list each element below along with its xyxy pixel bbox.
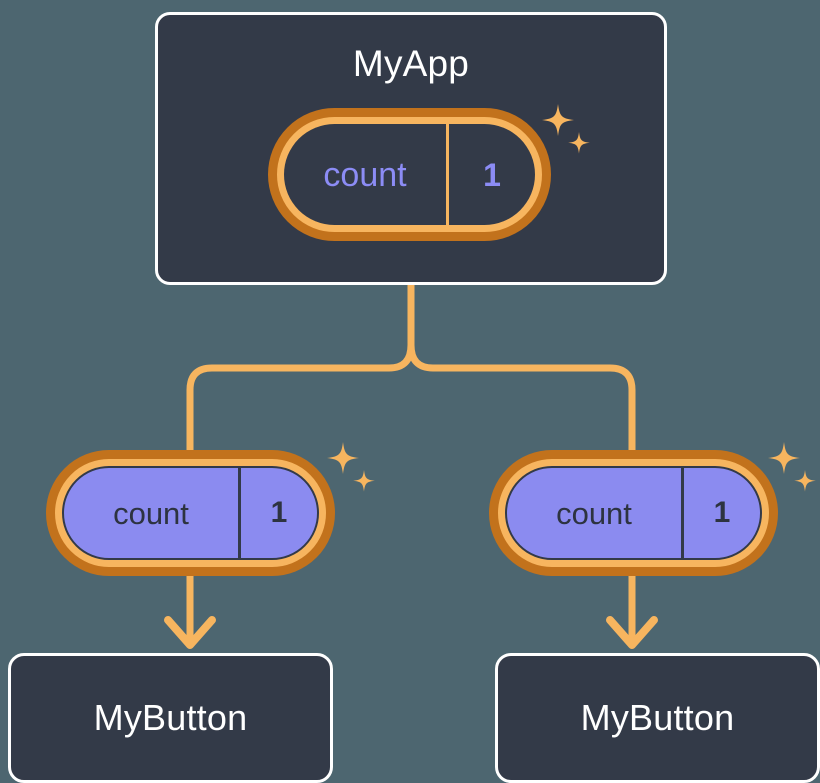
state-pill-body: count 1 [284,124,535,225]
sparkle-icon-large [327,442,359,474]
state-pill-body: count 1 [62,466,319,560]
component-card-mybutton-left[interactable]: MyButton [8,653,333,783]
sparkle-icon-small [794,470,816,492]
state-pill-ring-inner: count 1 [55,459,326,567]
page-title: MyApp [352,43,470,84]
component-card-mybutton-right[interactable]: MyButton [495,653,820,783]
component-label: MyButton [93,697,248,738]
state-pill-child-right[interactable]: count 1 [489,450,778,576]
connector-trunk-split [407,281,636,456]
arrow-down-icon-left [164,616,216,649]
arrow-down-icon-right [606,616,658,649]
state-value-label: 1 [270,496,288,529]
state-pill-ring-inner: count 1 [498,459,769,567]
state-key-label: count [64,468,241,558]
state-value-label: 1 [483,156,501,193]
state-pill-body: count 1 [505,466,762,560]
state-pill-child-left[interactable]: count 1 [46,450,335,576]
sparkle-icon-small [353,470,375,492]
state-value-label: 1 [713,496,731,529]
component-label: MyButton [580,697,735,738]
state-pill-myapp[interactable]: count 1 [268,108,551,241]
state-key-label: count [507,468,684,558]
sparkle-icon-large [768,442,800,474]
state-pill-ring-inner: count 1 [277,117,542,232]
connector-branch-left [186,341,415,456]
state-key-label: count [284,124,449,225]
